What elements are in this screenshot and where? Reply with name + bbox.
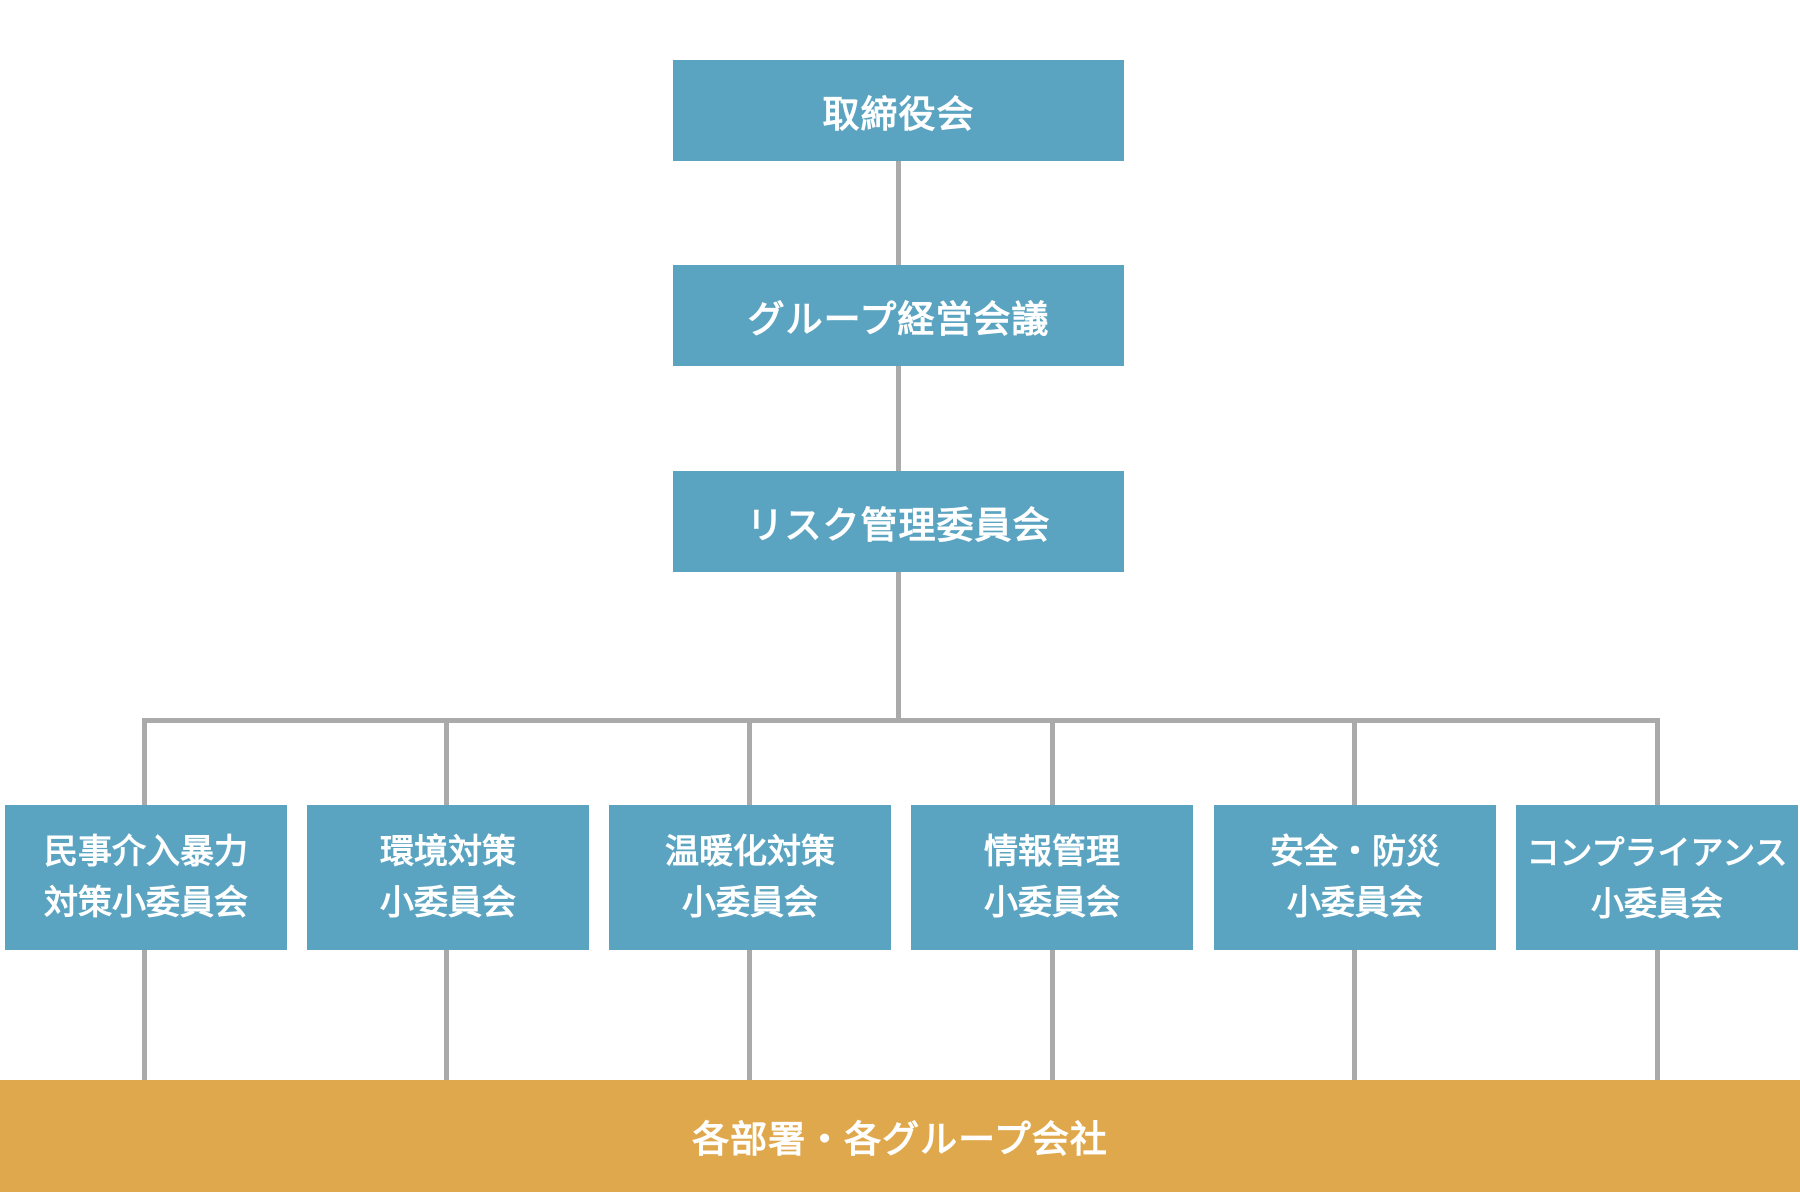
connector-horizontal-bus [142, 718, 1660, 723]
node-group-meeting-label: グループ経営会議 [747, 297, 1050, 341]
connector-bus-to-sub-6 [1655, 718, 1660, 805]
connector-bus-to-sub-4 [1050, 718, 1055, 805]
subcommittee-node: 情報管理 小委員会 [911, 805, 1193, 950]
connector-bus-to-sub-3 [747, 718, 752, 805]
connector-sub-2-to-bottom [444, 950, 449, 1080]
connector-sub-1-to-bottom [142, 950, 147, 1080]
subcommittee-label-line2: 対策小委員会 [44, 882, 248, 923]
subcommittee-label-line1: 民事介入暴力 [44, 831, 248, 872]
bottom-bar-label: 各部署・各グループ会社 [692, 1118, 1108, 1161]
connector-board-to-group [896, 161, 901, 265]
node-board-label: 取締役会 [822, 92, 975, 136]
subcommittee-label-line1: 安全・防災 [1270, 831, 1440, 872]
connector-sub-3-to-bottom [747, 950, 752, 1080]
subcommittee-label-line2: 小委員会 [380, 882, 516, 923]
subcommittee-label-line1: 情報管理 [984, 831, 1120, 872]
node-board: 取締役会 [673, 60, 1124, 161]
subcommittee-label-line1: コンプライアンス [1526, 832, 1788, 872]
node-departments-group-companies: 各部署・各グループ会社 [0, 1080, 1800, 1192]
node-risk-committee: リスク管理委員会 [673, 471, 1124, 572]
connector-bus-to-sub-2 [444, 718, 449, 805]
subcommittee-node: 環境対策 小委員会 [307, 805, 589, 950]
subcommittee-label-line2: 小委員会 [984, 882, 1120, 923]
connector-sub-4-to-bottom [1050, 950, 1055, 1080]
subcommittee-label-line1: 温暖化対策 [665, 831, 835, 872]
node-risk-committee-label: リスク管理委員会 [746, 503, 1051, 547]
connector-sub-5-to-bottom [1352, 950, 1357, 1080]
connector-risk-to-bus [896, 572, 901, 722]
subcommittee-label-line2: 小委員会 [1287, 882, 1423, 923]
node-group-meeting: グループ経営会議 [673, 265, 1124, 366]
connector-group-to-risk [896, 366, 901, 471]
connector-bus-to-sub-1 [142, 718, 147, 805]
connector-bus-to-sub-5 [1352, 718, 1357, 805]
subcommittee-node: コンプライアンス 小委員会 [1516, 805, 1798, 950]
subcommittee-label-line1: 環境対策 [380, 831, 516, 872]
subcommittee-label-line2: 小委員会 [1591, 883, 1723, 923]
subcommittee-label-line2: 小委員会 [682, 882, 818, 923]
subcommittee-node: 温暖化対策 小委員会 [609, 805, 891, 950]
subcommittee-node: 民事介入暴力 対策小委員会 [5, 805, 287, 950]
subcommittee-node: 安全・防災 小委員会 [1214, 805, 1496, 950]
connector-sub-6-to-bottom [1655, 950, 1660, 1080]
